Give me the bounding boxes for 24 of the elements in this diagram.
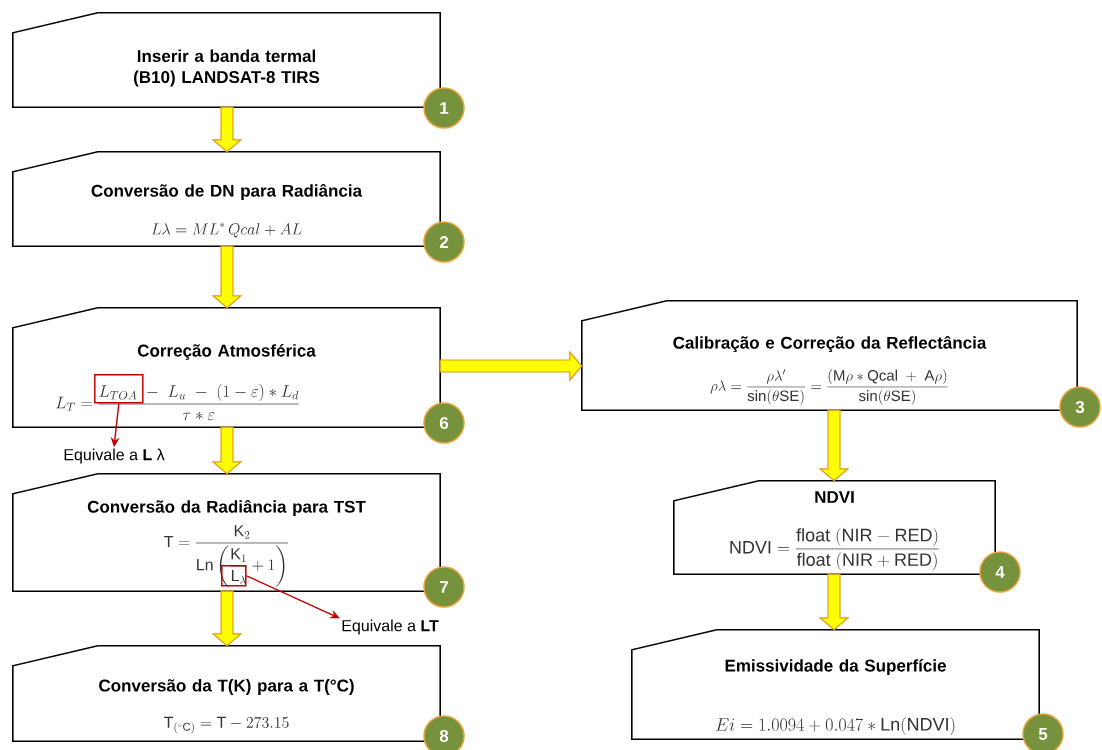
step-number-badge: 3 <box>1059 386 1101 428</box>
step-number-badge: 2 <box>423 221 465 263</box>
process-box: Conversão da Radiância para TST $\mathrm{T} = \frac{\mathrm{K}_{2}}{\mathrm{Ln}\left(\dfrac{\mathrm{K}_{1}}{\mathrm{L}_{\lambda}} + 1\right)}$ <box>12 473 441 592</box>
block-arrow <box>211 426 243 475</box>
block-arrow <box>211 245 243 309</box>
block-arrow <box>211 590 243 647</box>
callout-text: Equivale a L λ <box>64 448 165 464</box>
process-box: Inserir a banda termal (B10) LANDSAT-8 TIRS <box>12 12 441 108</box>
block-arrow <box>818 573 850 631</box>
process-box: NDVI $\mathrm{NDVI} = \frac{\mathrm{float}\ (\mathrm{NIR} - \mathrm{RED})}{\mathrm{float}\ (\mathrm{NIR} + \mathrm{RED})}$ <box>673 480 996 575</box>
block-arrow <box>211 106 243 153</box>
step-number-badge: 1 <box>423 87 465 129</box>
step-number-badge: 8 <box>423 715 465 750</box>
step-number-badge: 4 <box>979 551 1021 593</box>
block-arrow <box>439 350 583 382</box>
highlight-box <box>221 565 247 587</box>
step-number-badge: 6 <box>423 402 465 444</box>
process-box: Conversão de DN para Radiância $L\lambda = ML^{*}\,Qcal + AL$ <box>12 151 441 247</box>
step-number-badge: 7 <box>423 566 465 608</box>
process-box: Conversão da T(K) para a T(°C) $\mathrm{T}_{(^{\circ}\mathrm{C})} = \mathrm{T} - 273.15$ <box>12 645 441 742</box>
callout-text: Equivale a LT <box>342 619 439 635</box>
block-arrow <box>818 409 850 482</box>
step-number-badge: 5 <box>1022 713 1064 750</box>
process-box: Emissividade da Superfície $Ei = 1.0094 + 0.047 \ast \mathrm{Ln}(\mathrm{NDVI})$ <box>631 629 1040 740</box>
